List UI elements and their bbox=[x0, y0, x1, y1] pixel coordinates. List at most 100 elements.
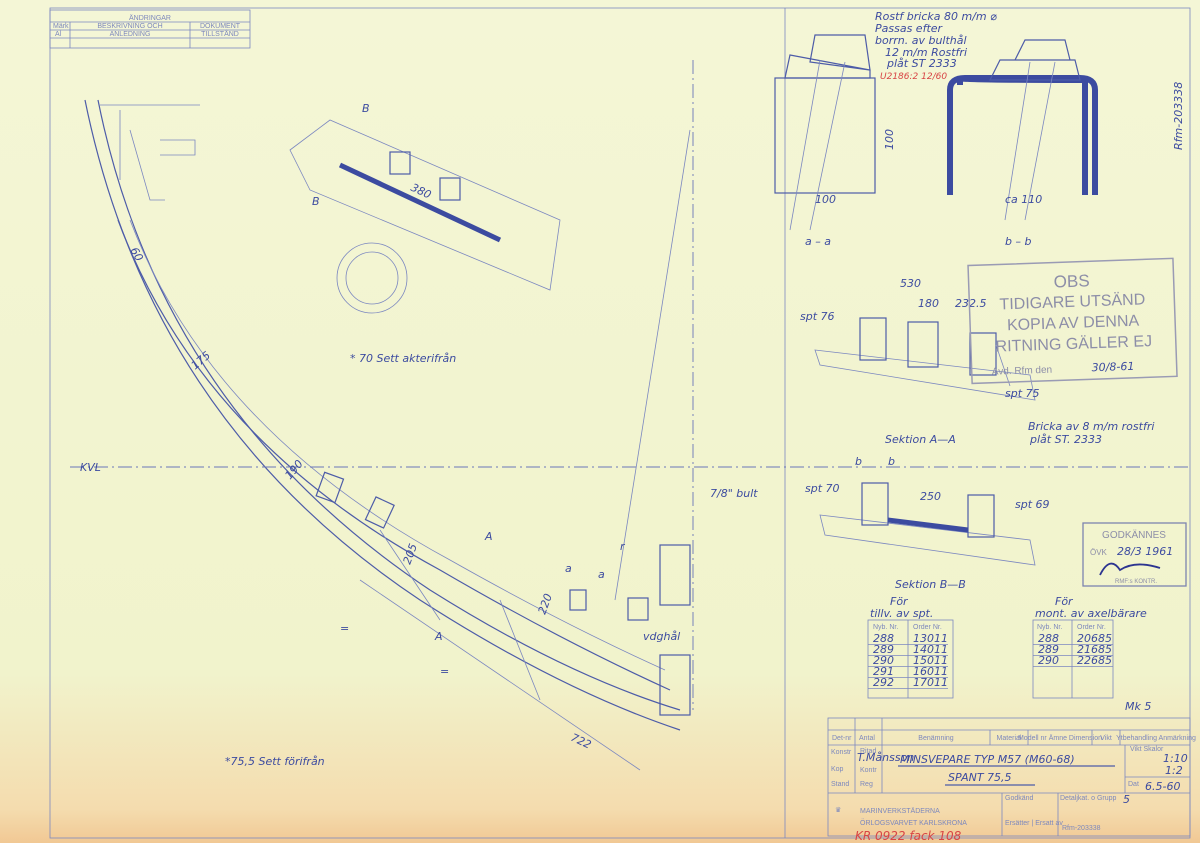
timber-block bbox=[659, 544, 691, 606]
approved-stamp: GODKÄNNES ÖVK 28/3 1961 RMF:s KONTR. bbox=[1082, 522, 1187, 587]
table-cell: 291 bbox=[873, 665, 894, 678]
washer-note: Bricka av 8 m/m rostfri bbox=[1028, 420, 1154, 433]
tb-header: Ytbehandling Anmärkning bbox=[1116, 735, 1196, 742]
dimension: 100 bbox=[883, 129, 896, 150]
sheet-border bbox=[49, 7, 1191, 839]
replaced-label: Ersätter | Ersatt av bbox=[1005, 820, 1063, 827]
dimension: 190 bbox=[282, 457, 305, 481]
archive-note: KR 0922 fack 108 bbox=[855, 829, 962, 843]
equal-mark: = bbox=[340, 622, 349, 635]
timber-block bbox=[659, 654, 691, 716]
tb-cell: Ritad bbox=[860, 748, 876, 755]
tb-header: Det-nr bbox=[832, 735, 852, 742]
group-value: 5 bbox=[1123, 793, 1130, 806]
table-header: Order Nr. bbox=[913, 624, 942, 631]
dimension: 250 bbox=[920, 490, 941, 503]
frame-label: spt 76 bbox=[800, 310, 835, 323]
group-label: Detaljkat. o Grupp bbox=[1060, 795, 1117, 802]
equal-mark: = bbox=[440, 665, 449, 678]
scale-value: 1:10 bbox=[1163, 752, 1188, 765]
table-caption: tillv. av spt. bbox=[870, 607, 933, 620]
tb-cell: Konstr bbox=[831, 749, 852, 756]
section-aa: 530 180 232.5 spt 76 spt 75 Sektion A—A bbox=[800, 277, 1040, 446]
dimension: ca 110 bbox=[1005, 193, 1042, 206]
revisions-title: ÄNDRINGAR bbox=[129, 14, 171, 22]
section-mark: B bbox=[362, 102, 370, 115]
table-header: Nyb. Nr. bbox=[1037, 624, 1062, 631]
table-caption: mont. av axelbärare bbox=[1035, 607, 1147, 620]
approved-label: Godkänd bbox=[1005, 795, 1034, 802]
table-cell: 288 bbox=[1038, 632, 1059, 645]
tb-header: Material bbox=[997, 735, 1022, 742]
drain-hole-label: vdghål bbox=[643, 630, 680, 643]
tb-cell: Stand bbox=[831, 781, 849, 788]
rev-row: ANLEDNING bbox=[110, 31, 151, 38]
stamp-title: GODKÄNNES bbox=[1102, 529, 1166, 541]
crown-logo: ♛ bbox=[835, 806, 841, 814]
section-mark: A bbox=[484, 530, 493, 543]
dimension: 530 bbox=[900, 277, 921, 290]
kvl-label: KVL bbox=[80, 461, 101, 474]
table-cell: 13011 bbox=[913, 632, 948, 645]
washer-note: plåt ST. 2333 bbox=[1029, 433, 1102, 446]
table-cell: 21685 bbox=[1077, 643, 1112, 656]
title-block: Det-nr Antal Benämning Material Modell n… bbox=[827, 717, 1196, 837]
frame-label: spt 70 bbox=[805, 482, 840, 495]
rev-col: Märk bbox=[53, 23, 69, 30]
stamp-prefix: ÖVK bbox=[1090, 548, 1108, 557]
plate-note: 12 m/m Rostfri bbox=[885, 46, 967, 59]
dimension: 60 bbox=[127, 245, 145, 264]
dimension: 180 bbox=[918, 297, 939, 310]
section-mark: a bbox=[565, 562, 572, 575]
table-cell: 16011 bbox=[913, 665, 948, 678]
section-mark: B bbox=[312, 195, 320, 208]
small-note: Mk 5 bbox=[1125, 700, 1151, 713]
tb-header: Modell nr Ämne Dimension bbox=[1018, 734, 1102, 742]
table-cell: 288 bbox=[873, 632, 894, 645]
frame-main-view: KVL 60 175 190 205 220 722 380 B B A A a… bbox=[70, 60, 1190, 771]
rev-col: BESKRIVNING OCH bbox=[97, 23, 162, 30]
drawn-by: T.Månsson bbox=[857, 751, 914, 764]
frame-label: spt 69 bbox=[1015, 498, 1050, 511]
tb-cell: Kop bbox=[831, 766, 844, 773]
obs-stamp: OBS TIDIGARE UTSÄND KOPIA AV DENNA RITNI… bbox=[967, 257, 1178, 385]
dimension: 232.5 bbox=[955, 297, 987, 310]
section-bb: Bricka av 8 m/m rostfri plåt ST. 2333 b … bbox=[805, 420, 1154, 591]
date-label: Dat bbox=[1128, 781, 1139, 788]
tb-header: Vikt bbox=[1100, 735, 1112, 742]
table-cell: 289 bbox=[1038, 643, 1059, 656]
revisions-box: ÄNDRINGAR Märk BESKRIVNING OCH DOKUMENT … bbox=[49, 9, 251, 49]
dimension: 100 bbox=[815, 193, 836, 206]
table-cell: 289 bbox=[873, 643, 894, 656]
table-cell: 290 bbox=[873, 654, 894, 667]
washer-note: borrn. av bulthål bbox=[875, 34, 967, 47]
tb-header: Benämning bbox=[918, 735, 954, 742]
stamp-footer: RMF:s KONTR. bbox=[1115, 579, 1157, 585]
section-mark: b bbox=[888, 455, 895, 468]
view-note: * 70 Sett akterifrån bbox=[350, 352, 456, 365]
table-cell: 22685 bbox=[1077, 654, 1112, 667]
table-header: Order Nr. bbox=[1077, 624, 1106, 631]
drawing-date: 6.5-60 bbox=[1145, 780, 1180, 793]
tb-cell: Kontr bbox=[860, 767, 877, 774]
table-cell: 20685 bbox=[1077, 632, 1112, 645]
view-note: *75,5 Sett förifrån bbox=[225, 755, 325, 768]
table-cell: 15011 bbox=[913, 654, 948, 667]
section-title: Sektion B—B bbox=[895, 578, 966, 591]
dimension: 205 bbox=[401, 542, 420, 566]
table-caption: För bbox=[890, 595, 909, 608]
drawing-subtitle: SPANT 75,5 bbox=[948, 771, 1012, 784]
bolt-label: 7/8" bult bbox=[710, 487, 758, 500]
dimension: 175 bbox=[189, 349, 213, 372]
stamp-date: 28/3 1961 bbox=[1117, 545, 1173, 558]
drawing-number: Rfm-203338 bbox=[1062, 825, 1101, 832]
section-mark: a bbox=[598, 568, 605, 581]
section-title: Sektion A—A bbox=[885, 433, 956, 446]
table-cell: 14011 bbox=[913, 643, 948, 656]
rev-row: Al bbox=[55, 31, 62, 38]
washer-note: Rostf bricka 80 m/m ⌀ bbox=[875, 10, 997, 23]
tb-header: Antal bbox=[859, 735, 875, 742]
dimension: 722 bbox=[569, 731, 594, 752]
